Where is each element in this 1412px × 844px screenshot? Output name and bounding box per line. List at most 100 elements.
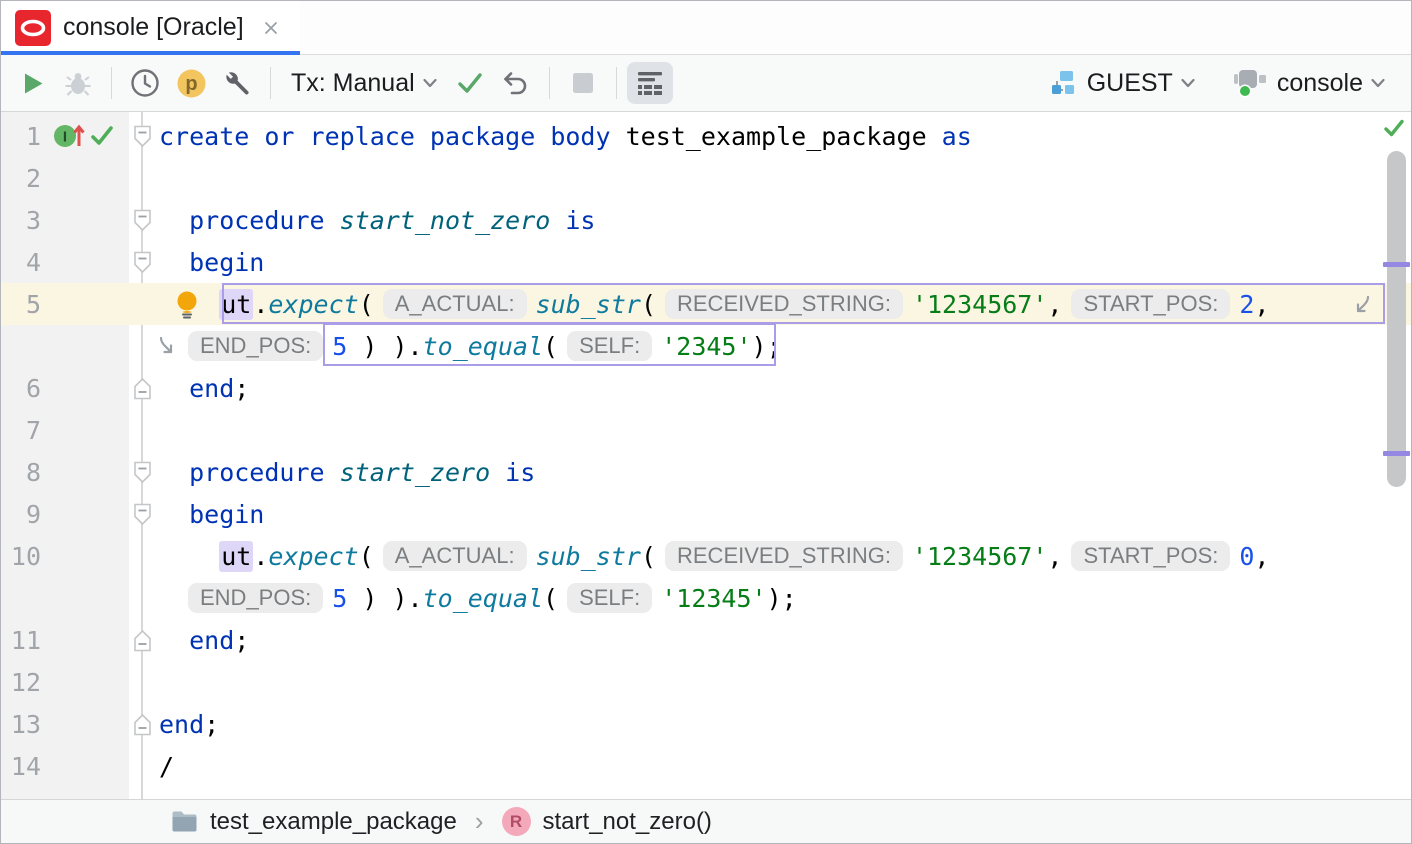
breadcrumb-routine[interactable]: R start_not_zero() [501, 807, 712, 836]
inspections-ok-icon[interactable] [1383, 116, 1405, 145]
tx-mode-dropdown[interactable]: Tx: Manual [281, 62, 447, 104]
code-text-area[interactable]: create or replace package body test_exam… [159, 122, 1411, 151]
chevron-down-icon [423, 78, 437, 88]
toolbar-left: p Tx: Manual [9, 62, 673, 104]
sql-editor[interactable]: 1 I create or replace package body test_… [1, 112, 1411, 799]
parameter-hint: END_POS: [188, 583, 324, 613]
code-text-area[interactable]: end; [159, 710, 1411, 739]
code-text: . [253, 541, 269, 571]
breadcrumb-package[interactable]: test_example_package [171, 808, 457, 836]
number-literal: 0 [1239, 541, 1255, 571]
keyword: procedure [189, 205, 340, 235]
code-line[interactable]: 13 end; [1, 703, 1411, 745]
code-text-area[interactable]: end; [159, 374, 1411, 403]
code-line[interactable]: 5 ut.expect(A_ACTUAL:sub_str(RECEIVED_ST… [1, 283, 1411, 325]
gutter-icons [43, 451, 129, 493]
intention-bulb-icon[interactable] [175, 290, 199, 325]
code-text-area[interactable]: end; [159, 626, 1411, 655]
code-text: ; [234, 625, 250, 655]
package-status-icon[interactable]: I [53, 122, 87, 150]
string-literal: '12345' [661, 583, 767, 613]
routine-call: to_equal [422, 583, 544, 613]
keyword: procedure [189, 457, 340, 487]
toolbar-separator [270, 67, 271, 99]
code-text: ( [543, 583, 559, 613]
code-line[interactable]: 4 begin [1, 241, 1411, 283]
code-text-area[interactable]: begin [159, 248, 1411, 277]
fold-column [129, 409, 159, 451]
code-line[interactable]: 11 end; [1, 619, 1411, 661]
schema-dropdown[interactable]: GUEST [1039, 62, 1205, 104]
in-editor-results-toggle[interactable] [626, 62, 673, 104]
stop-button[interactable] [560, 62, 606, 104]
gutter-icons [43, 703, 129, 745]
identifier: test_example_package [625, 121, 927, 151]
query-history-button[interactable] [122, 62, 168, 104]
svg-text:I: I [63, 129, 67, 146]
scrollbar-occurrence-mark[interactable] [1383, 451, 1410, 456]
fold-column [129, 451, 159, 493]
code-text: / [159, 751, 175, 781]
code-line[interactable]: 8 procedure start_zero is [1, 451, 1411, 493]
rollback-icon [501, 68, 531, 98]
code-text: ); [751, 331, 782, 361]
line-number: 2 [25, 163, 41, 193]
fold-column [129, 535, 159, 577]
parameter-hint: SELF: [567, 583, 653, 613]
line-number: 9 [25, 499, 41, 529]
code-text-area[interactable]: ut.expect(A_ACTUAL:sub_str(RECEIVED_STRI… [159, 540, 1411, 572]
commit-button[interactable] [447, 62, 493, 104]
code-text: ( [640, 289, 656, 319]
gutter-ok-icon[interactable] [89, 123, 115, 149]
chevron-down-icon [1371, 78, 1385, 88]
code-text-area[interactable]: procedure start_not_zero is [159, 206, 1411, 235]
gutter-icons [43, 157, 129, 199]
code-line[interactable]: 9 begin [1, 493, 1411, 535]
line-number: 10 [10, 541, 41, 571]
tab-console-oracle[interactable]: console [Oracle] [1, 1, 300, 55]
scrollbar-thumb[interactable] [1387, 151, 1406, 487]
gutter-icons [43, 409, 129, 451]
line-number: 4 [25, 247, 41, 277]
jdbc-settings-button[interactable] [214, 62, 260, 104]
line-number: 6 [25, 373, 41, 403]
code-line[interactable]: 7 [1, 409, 1411, 451]
code-text-area[interactable]: begin [159, 500, 1411, 529]
svg-text:p: p [185, 73, 197, 95]
editor-tab-bar: console [Oracle] [1, 1, 1411, 55]
code-line[interactable]: END_POS:5 ) ).to_equal(SELF:'2345'); [1, 325, 1411, 367]
code-text-area[interactable]: / [159, 752, 1411, 781]
code-line[interactable]: 14 / [1, 745, 1411, 787]
scrollbar-occurrence-mark[interactable] [1383, 262, 1410, 267]
parameters-button[interactable]: p [168, 62, 214, 104]
schema-dropdown-label: GUEST [1086, 68, 1173, 97]
oracle-icon [15, 9, 51, 46]
rollback-button[interactable] [493, 62, 539, 104]
code-line[interactable]: 3 procedure start_not_zero is [1, 199, 1411, 241]
code-line[interactable]: 12 [1, 661, 1411, 703]
debug-button[interactable] [55, 62, 101, 104]
close-icon[interactable] [262, 19, 280, 37]
wrench-icon [223, 69, 251, 97]
code-text-area[interactable]: END_POS:5 ) ).to_equal(SELF:'2345'); [159, 331, 1411, 361]
code-line[interactable]: 1 I create or replace package body test_… [1, 115, 1411, 157]
code-line[interactable]: 6 end; [1, 367, 1411, 409]
keyword: create or replace package body [159, 121, 626, 151]
run-button[interactable] [9, 62, 55, 104]
code-text: ) ). [347, 331, 423, 361]
toolbar-right: GUEST console [1039, 62, 1395, 104]
code-line[interactable]: 2 [1, 157, 1411, 199]
breadcrumb-bar: test_example_package › R start_not_zero(… [1, 799, 1411, 843]
keyword: begin [189, 499, 265, 529]
code-line[interactable]: END_POS:5 ) ).to_equal(SELF:'12345'); [1, 577, 1411, 619]
breadcrumb-chevron-icon: › [474, 806, 484, 836]
session-dropdown[interactable]: console [1223, 62, 1395, 104]
code-line[interactable]: 10 ut.expect(A_ACTUAL:sub_str(RECEIVED_S… [1, 535, 1411, 577]
code-text: ); [766, 583, 797, 613]
code-text-area[interactable]: procedure start_zero is [159, 458, 1411, 487]
code-text-area[interactable]: ut.expect(A_ACTUAL:sub_str(RECEIVED_STRI… [159, 288, 1411, 320]
editor-rows: 1 I create or replace package body test_… [1, 112, 1411, 787]
fold-column [129, 703, 159, 745]
code-text-area[interactable]: END_POS:5 ) ).to_equal(SELF:'12345'); [159, 583, 1411, 613]
gutter-icons [43, 661, 129, 703]
